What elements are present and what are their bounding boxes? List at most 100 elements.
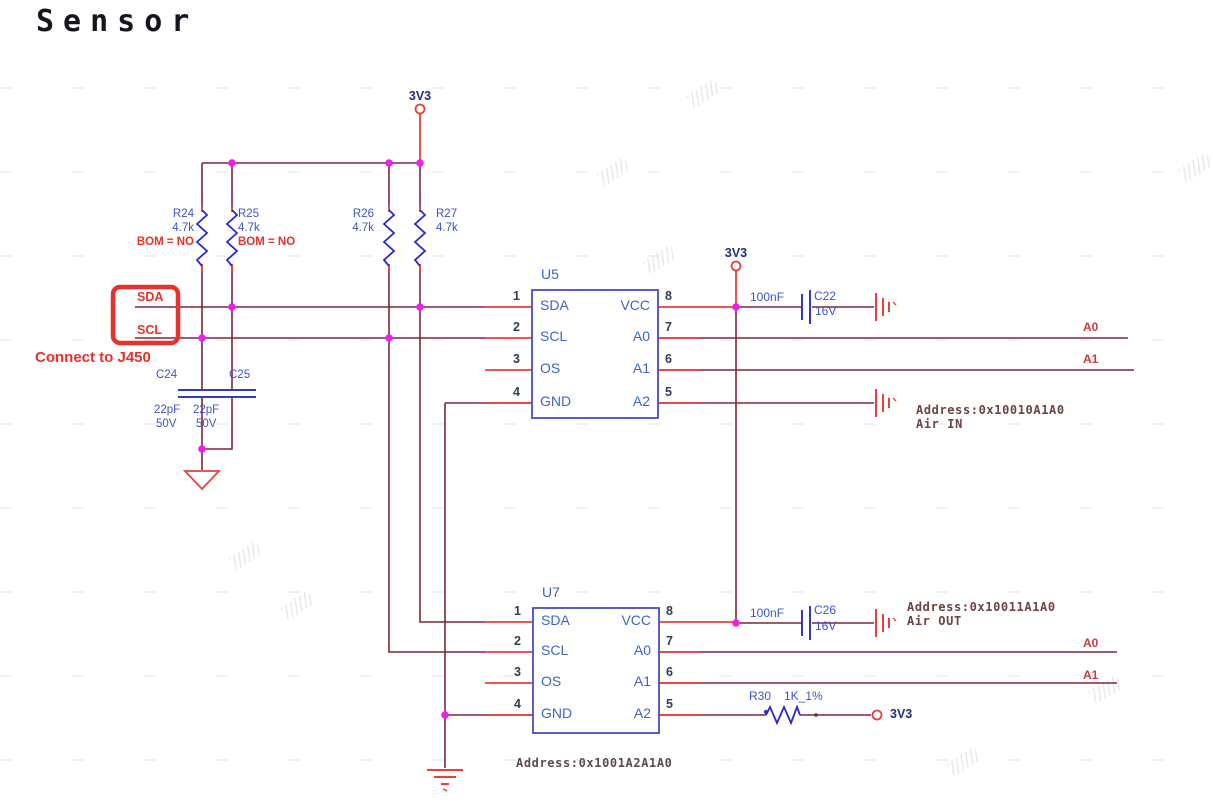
watermark-row	[0, 423, 1213, 425]
resistor-r27-symbol	[413, 209, 427, 267]
watermark-row	[0, 171, 1213, 173]
ic-u7-body	[532, 607, 660, 734]
gnd-earth	[427, 769, 463, 785]
resistor-r26-ref: R26	[352, 208, 374, 220]
cap-c26-voltage: 16V	[815, 619, 837, 633]
cap-c24-ref: C24	[156, 369, 178, 381]
capacitor-symbols	[178, 290, 811, 640]
cap-c25-symbol	[208, 389, 256, 398]
gnd-c26	[875, 609, 890, 637]
page-title: Sensor	[36, 4, 199, 39]
u5-pin3-name: OS	[540, 360, 561, 376]
u5-pin3-number: 3	[513, 352, 520, 366]
resistor-r24-symbol	[195, 209, 209, 267]
net-label-scl: SCL	[137, 323, 162, 337]
gnd-earth-tick	[442, 788, 448, 792]
cap-c25-ref: C25	[229, 369, 251, 381]
u7-pin2-name: SCL	[541, 642, 569, 658]
resistor-r24-ref: R24	[172, 208, 194, 220]
u7-pin3-number: 3	[514, 665, 521, 679]
gnd-c22	[875, 293, 890, 321]
u7-air-out-tag: Air OUT	[907, 614, 962, 628]
cap-c22-voltage: 16V	[815, 304, 837, 318]
power-3v3-mid-circle	[730, 260, 742, 272]
u5-pin4-name: GND	[540, 393, 572, 409]
power-3v3-top-circle	[414, 103, 426, 115]
u7-pin1-number: 1	[514, 604, 521, 618]
u7-pin4-name: GND	[541, 705, 573, 721]
net-label-u7-a1: A1	[1083, 668, 1099, 682]
gnd-c22-tick	[892, 301, 897, 306]
cap-c25-value: 22pF	[193, 404, 220, 416]
gnd-triangle	[182, 470, 222, 491]
resistor-r25-symbol	[225, 209, 239, 267]
net-wires	[135, 162, 1134, 768]
u7-pin1-name: SDA	[541, 612, 570, 628]
u7-bottom-address-note: Address:0x1001A2A1A0	[516, 756, 673, 770]
power-symbols	[414, 103, 883, 721]
u5-pin6-name: A1	[632, 360, 650, 376]
connector-note: Connect to J450	[35, 349, 151, 366]
pin-wires	[201, 114, 737, 716]
ground-symbols	[182, 293, 897, 792]
cap-c24-symbol	[178, 389, 226, 398]
watermark-row	[0, 507, 1213, 509]
resistor-r30-value: 1K_1%	[784, 689, 823, 703]
u7-pin6-number: 6	[666, 665, 673, 679]
resistor-r25-ref: R25	[238, 208, 260, 220]
u7-pin4-number: 4	[514, 697, 521, 711]
net-label-u7-a0: A0	[1083, 636, 1099, 650]
u7-pin5-number: 5	[666, 697, 673, 711]
net-label-u5-a1: A1	[1083, 352, 1099, 366]
watermark-row	[0, 255, 1213, 257]
u7-pin7-number: 7	[666, 634, 673, 648]
ic-u7-ref: U7	[542, 584, 560, 600]
u5-pin1-name: SDA	[540, 297, 569, 313]
resistor-symbols	[195, 209, 801, 726]
u5-pin4-number: 4	[513, 385, 520, 399]
watermark-row	[0, 759, 1213, 761]
junction-dots	[198, 159, 740, 719]
u7-pin5-name: A2	[633, 705, 651, 721]
gnd-c26-tick	[892, 617, 897, 622]
watermark-row	[0, 87, 1213, 89]
u5-pin8-number: 8	[665, 289, 672, 303]
resistor-r27-value: 4.7k	[436, 222, 458, 234]
cap-c22-symbol	[801, 290, 811, 324]
u5-air-in-tag: Air IN	[916, 417, 963, 431]
r30-pin-dot	[814, 713, 818, 717]
net-label-u5-a0: A0	[1083, 320, 1099, 334]
net-label-sda: SDA	[137, 290, 164, 304]
ic-u5-ref: U5	[541, 266, 559, 282]
u5-pin6-number: 6	[665, 352, 672, 366]
u5-pin5-number: 5	[665, 385, 672, 399]
u5-address-note: Address:0x10010A1A0	[916, 403, 1065, 417]
resistor-r26-symbol	[382, 209, 396, 267]
u7-pin6-name: A1	[633, 673, 651, 689]
watermark-row	[0, 591, 1213, 593]
u7-pin8-name: VCC	[621, 612, 651, 628]
cap-c26-symbol	[801, 606, 811, 640]
power-3v3-mid-label: 3V3	[724, 246, 748, 260]
cap-c24-value: 22pF	[154, 404, 181, 416]
ic-u5-body	[531, 289, 659, 419]
cap-c26-value: 100nF	[750, 606, 785, 620]
power-3v3-top-label: 3V3	[408, 89, 432, 103]
connector-highlight-box	[110, 284, 181, 346]
gnd-u5-a2	[875, 389, 890, 417]
cap-c24-voltage: 50V	[156, 418, 177, 430]
cap-c26-ref: C26	[814, 603, 837, 617]
resistor-r27-ref: R27	[436, 208, 458, 220]
resistor-r30-ref: R30	[749, 689, 772, 703]
u7-address-note: Address:0x10011A1A0	[907, 600, 1056, 614]
power-3v3-r30-label: 3V3	[890, 707, 913, 721]
resistor-r24-value: 4.7k	[172, 222, 194, 234]
power-3v3-r30-circle	[871, 709, 883, 721]
u7-pin2-number: 2	[514, 634, 521, 648]
u5-pin5-name: A2	[632, 393, 650, 409]
u5-pin7-name: A0	[632, 328, 650, 344]
cap-c25-voltage: 50V	[196, 418, 217, 430]
u5-pin7-number: 7	[665, 320, 672, 334]
